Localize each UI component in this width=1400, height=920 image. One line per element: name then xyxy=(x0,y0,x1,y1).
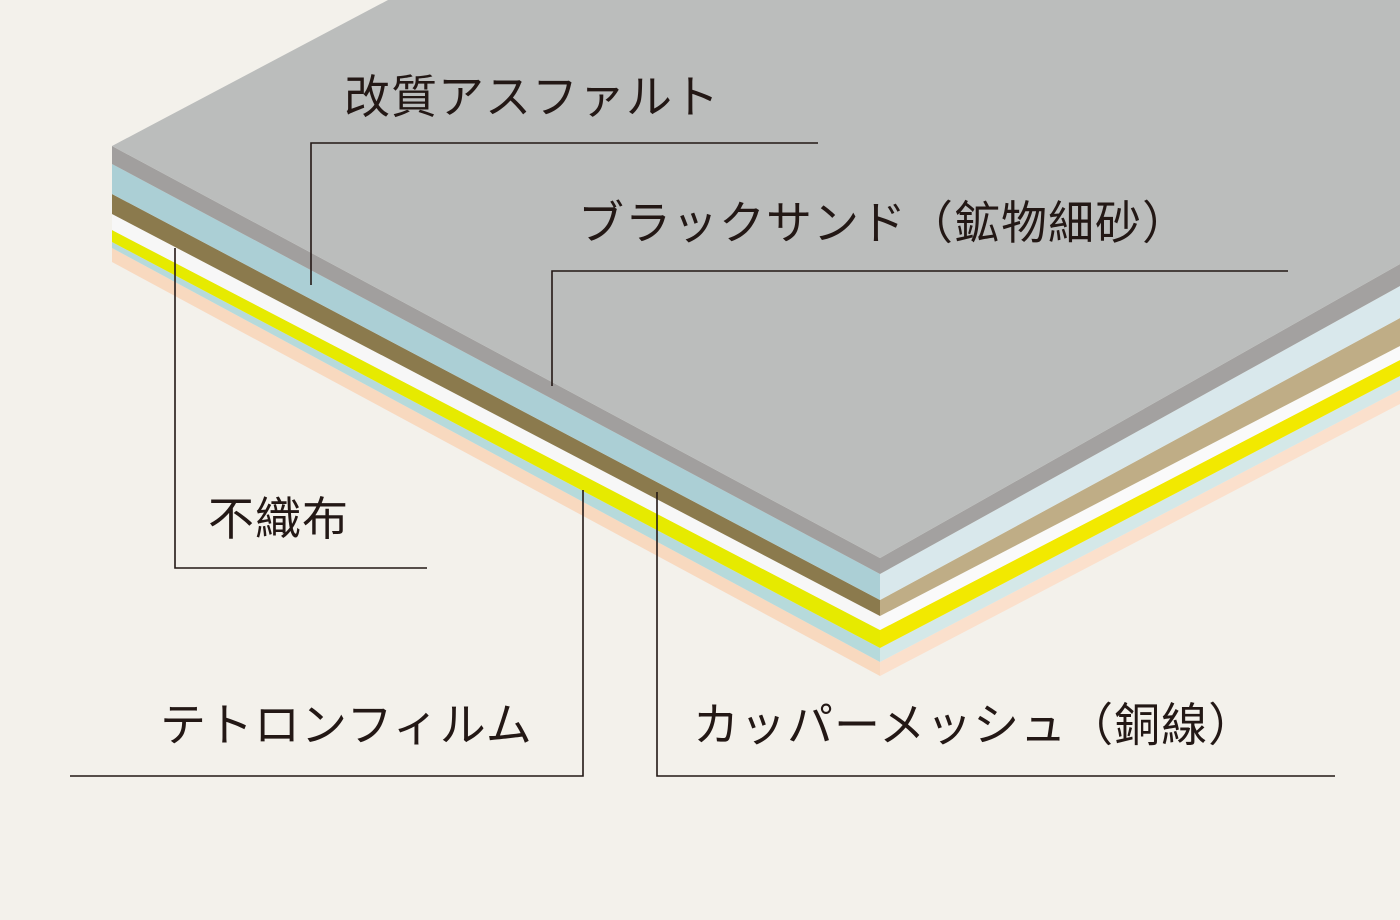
asphalt-top-surface xyxy=(112,0,1400,558)
leader-black-sand xyxy=(551,270,1288,386)
label-copper-mesh: カッパーメッシュ（銅線） xyxy=(693,698,1256,752)
nonwoven-layer-front xyxy=(112,214,880,630)
tetoron-film-layer-front xyxy=(112,230,880,648)
lower-layer-front xyxy=(112,242,880,662)
leader-lines xyxy=(70,142,1335,777)
asphalt-layer-side xyxy=(880,264,1400,574)
backing-layer-front xyxy=(112,248,880,676)
copper-mesh-layer-side xyxy=(880,318,1400,616)
label-tetoron-film: テトロンフィルム xyxy=(160,698,533,752)
nonwoven-layer-side xyxy=(880,346,1400,630)
black-sand-layer-front xyxy=(112,164,880,600)
tetoron-film-layer-side xyxy=(880,360,1400,648)
leader-tetoron xyxy=(70,490,584,777)
label-nonwoven-fabric: 不織布 xyxy=(208,492,349,546)
leader-copper xyxy=(656,492,1335,777)
backing-layer-side xyxy=(880,390,1400,676)
black-sand-layer-side xyxy=(880,286,1400,600)
lower-layer-side xyxy=(880,376,1400,662)
leader-asphalt xyxy=(310,142,818,285)
leader-nonwoven xyxy=(174,248,427,569)
label-black-sand: ブラックサンド（鉱物細砂） xyxy=(578,196,1189,250)
asphalt-layer-front xyxy=(112,146,880,574)
copper-mesh-layer-front xyxy=(112,194,880,616)
label-modified-asphalt: 改質アスファルト xyxy=(344,70,720,124)
